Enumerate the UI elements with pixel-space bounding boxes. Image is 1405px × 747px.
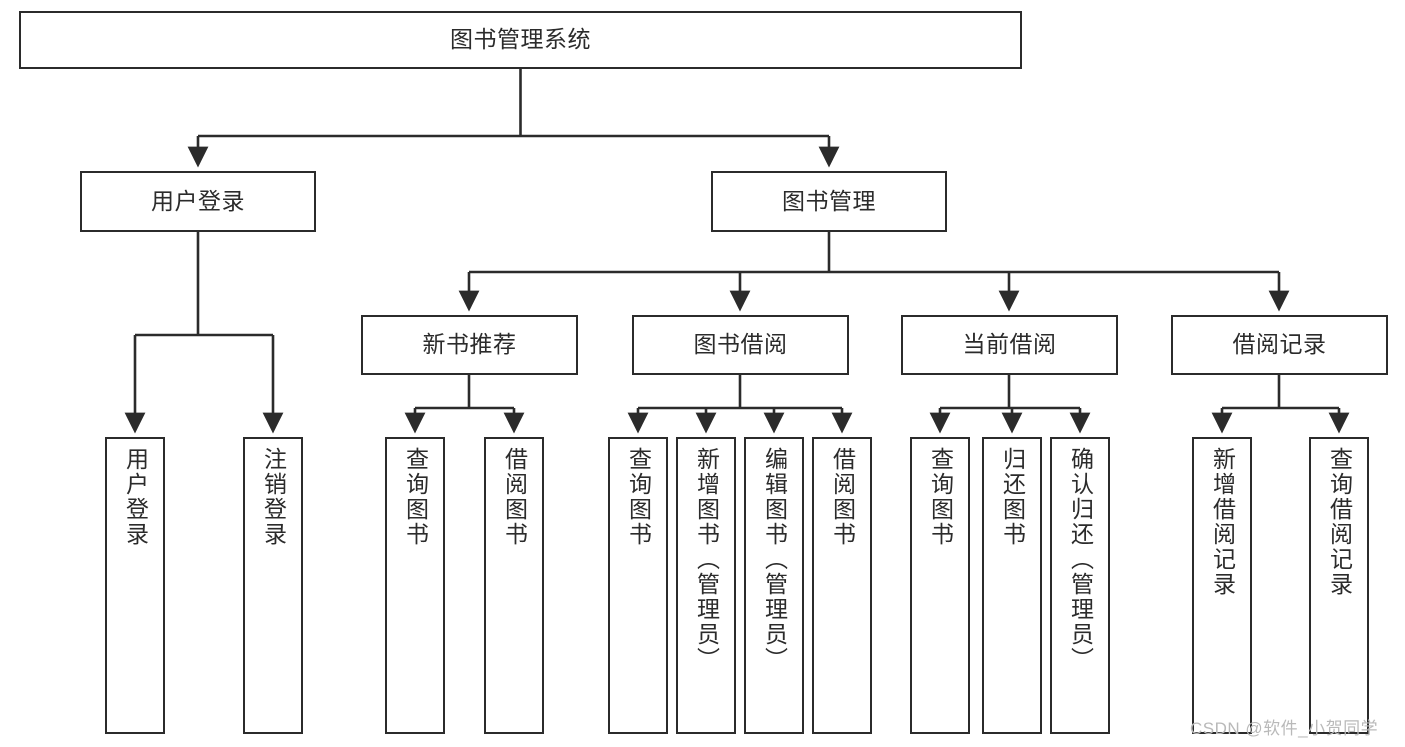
leaf-logout[interactable]: 注销登录 <box>243 437 303 734</box>
leaf-query-book-nbr[interactable]: 查询图书 <box>385 437 445 734</box>
node-user-login-label: 用户登录 <box>151 187 245 214</box>
node-user-login[interactable]: 用户登录 <box>80 171 316 232</box>
leaf-return-book-label: 归还图书 <box>999 447 1026 547</box>
leaf-query-book-bb[interactable]: 查询图书 <box>608 437 668 734</box>
leaf-borrow-book-bb-label: 借阅图书 <box>829 447 856 547</box>
node-current-borrow[interactable]: 当前借阅 <box>901 315 1118 375</box>
leaf-query-book-cb[interactable]: 查询图书 <box>910 437 970 734</box>
leaf-user-login-label: 用户登录 <box>122 447 149 547</box>
leaf-confirm-return-admin-label: 确认归还（管理员） <box>1067 447 1094 672</box>
node-book-management[interactable]: 图书管理 <box>711 171 947 232</box>
node-current-borrow-label: 当前借阅 <box>962 331 1057 358</box>
node-new-book-recommend-label: 新书推荐 <box>422 331 517 358</box>
leaf-add-book-admin[interactable]: 新增图书（管理员） <box>676 437 736 734</box>
node-new-book-recommend[interactable]: 新书推荐 <box>361 315 578 375</box>
leaf-confirm-return-admin[interactable]: 确认归还（管理员） <box>1050 437 1110 734</box>
node-borrow-record[interactable]: 借阅记录 <box>1171 315 1388 375</box>
leaf-add-borrow-record[interactable]: 新增借阅记录 <box>1192 437 1252 734</box>
node-root[interactable]: 图书管理系统 <box>19 11 1022 69</box>
node-book-borrow[interactable]: 图书借阅 <box>632 315 849 375</box>
leaf-query-book-bb-label: 查询图书 <box>625 447 652 547</box>
leaf-query-book-cb-label: 查询图书 <box>927 447 954 547</box>
leaf-user-login[interactable]: 用户登录 <box>105 437 165 734</box>
leaf-borrow-book-nbr-label: 借阅图书 <box>501 447 528 547</box>
node-book-borrow-label: 图书借阅 <box>693 331 788 358</box>
leaf-edit-book-admin[interactable]: 编辑图书（管理员） <box>744 437 804 734</box>
leaf-logout-label: 注销登录 <box>260 447 287 547</box>
node-borrow-record-label: 借阅记录 <box>1232 331 1327 358</box>
leaf-query-book-nbr-label: 查询图书 <box>402 447 429 547</box>
leaf-add-borrow-record-label: 新增借阅记录 <box>1209 447 1236 597</box>
node-book-management-label: 图书管理 <box>782 187 876 214</box>
leaf-edit-book-admin-label: 编辑图书（管理员） <box>761 447 788 672</box>
leaf-borrow-book-nbr[interactable]: 借阅图书 <box>484 437 544 734</box>
leaf-query-borrow-record[interactable]: 查询借阅记录 <box>1309 437 1369 734</box>
leaf-add-book-admin-label: 新增图书（管理员） <box>693 447 720 672</box>
leaf-return-book[interactable]: 归还图书 <box>982 437 1042 734</box>
leaf-borrow-book-bb[interactable]: 借阅图书 <box>812 437 872 734</box>
node-root-label: 图书管理系统 <box>450 26 591 53</box>
leaf-query-borrow-record-label: 查询借阅记录 <box>1326 447 1353 597</box>
